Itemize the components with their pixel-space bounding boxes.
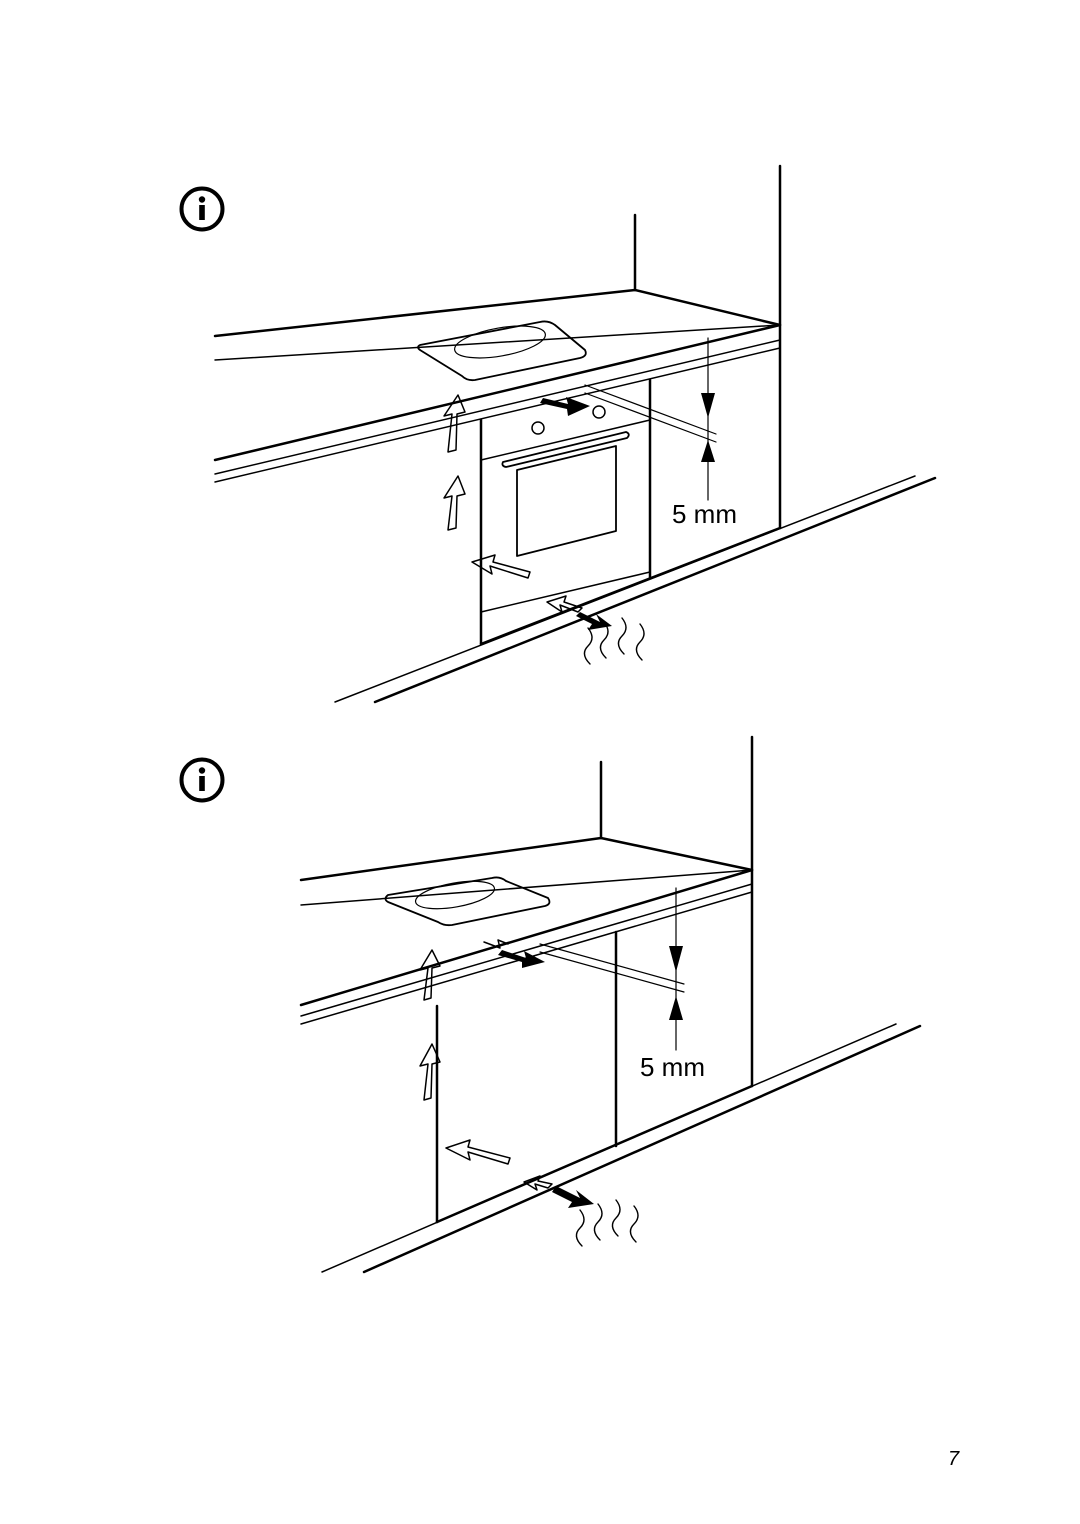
gap-dimension-label: 5 mm bbox=[640, 1052, 705, 1082]
info-icon bbox=[179, 757, 225, 803]
oven-ventilation-illustration bbox=[213, 164, 937, 704]
gap-dimension-label: 5 mm bbox=[672, 499, 737, 529]
info-icon bbox=[179, 186, 225, 232]
page-number: 7 bbox=[948, 1448, 960, 1470]
